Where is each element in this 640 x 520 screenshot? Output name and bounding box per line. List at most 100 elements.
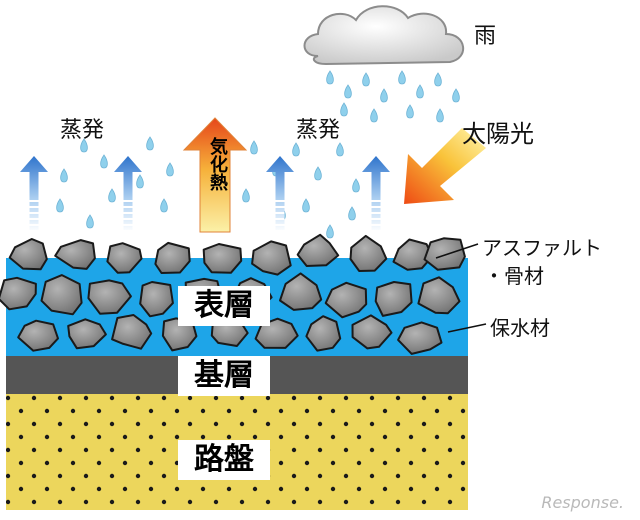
rain-drop bbox=[86, 214, 94, 229]
rain-drop bbox=[302, 198, 310, 213]
evaporation-arrow-stripe bbox=[29, 200, 39, 202]
asphalt-pointer-line bbox=[435, 243, 479, 259]
rain-drop bbox=[416, 84, 424, 99]
watermark-logo: Response. bbox=[541, 493, 624, 512]
evaporation-arrow-stripe bbox=[123, 206, 133, 208]
water-retaining-label: 保水材 bbox=[490, 316, 550, 340]
evaporation-arrow-stripe bbox=[29, 218, 39, 220]
asphalt-label: アスファルト bbox=[482, 236, 602, 260]
stone bbox=[392, 238, 434, 271]
rain-drop bbox=[100, 154, 108, 169]
rain-drop bbox=[452, 88, 460, 103]
evaporation-arrow-stripe bbox=[371, 206, 381, 208]
evaporation-arrow-stripe bbox=[275, 200, 285, 202]
stone bbox=[17, 319, 59, 352]
rain-label: 雨 bbox=[474, 24, 497, 49]
evaporation-label-left: 蒸発 bbox=[60, 118, 105, 143]
rain-drop bbox=[60, 168, 68, 183]
evaporation-arrow-stripe bbox=[275, 230, 285, 232]
rain-drop bbox=[352, 178, 360, 193]
aggregate-label: ・骨材 bbox=[484, 264, 544, 288]
rain-drop bbox=[398, 70, 406, 85]
evaporation-arrow-stripe bbox=[29, 212, 39, 214]
heat-arrow-icon bbox=[182, 117, 248, 233]
stone bbox=[349, 234, 388, 272]
stone bbox=[305, 315, 342, 352]
evaporation-arrow-stripe bbox=[371, 224, 381, 226]
base-layer-label: 基層 bbox=[178, 356, 270, 396]
stone bbox=[324, 281, 368, 319]
rain-drop bbox=[336, 142, 344, 157]
surface-layer-label: 表層 bbox=[178, 286, 270, 326]
evaporation-arrow-stripe bbox=[123, 212, 133, 214]
stone bbox=[54, 239, 96, 270]
evaporation-arrow-stripe bbox=[371, 230, 381, 232]
rain-drop bbox=[436, 108, 444, 123]
sunlight-label: 太陽光 bbox=[462, 120, 534, 148]
stone bbox=[296, 233, 340, 267]
evaporation-arrow-stripe bbox=[371, 218, 381, 220]
rain-drop bbox=[250, 140, 258, 155]
evaporation-arrow-stripe bbox=[371, 200, 381, 202]
evaporation-arrow-stripe bbox=[123, 224, 133, 226]
stone bbox=[106, 242, 143, 274]
stone bbox=[423, 237, 466, 271]
stone bbox=[67, 318, 107, 350]
evaporation-arrow-stripe bbox=[275, 224, 285, 226]
rain-drops bbox=[56, 70, 460, 239]
stone bbox=[351, 314, 393, 350]
stone bbox=[397, 321, 443, 355]
rain-drop bbox=[340, 102, 348, 117]
evaporation-arrow-stripe bbox=[275, 206, 285, 208]
evaporation-arrow-icon bbox=[362, 156, 390, 232]
rain-drop bbox=[56, 198, 64, 213]
rain-drop bbox=[348, 206, 356, 221]
heat-of-vaporization-label: 気化熱 bbox=[207, 137, 228, 191]
stone bbox=[0, 276, 37, 311]
rain-drop bbox=[146, 136, 154, 151]
rain-drop bbox=[166, 162, 174, 177]
stone bbox=[254, 317, 299, 349]
stone bbox=[417, 276, 461, 315]
rain-drop bbox=[292, 142, 300, 157]
stone bbox=[279, 272, 323, 311]
evaporation-arrow-stripe bbox=[275, 212, 285, 214]
evaporation-arrow-stripe bbox=[29, 206, 39, 208]
evaporation-arrow-stripe bbox=[123, 218, 133, 220]
rain-drop bbox=[380, 88, 388, 103]
evaporation-arrow-stripe bbox=[371, 212, 381, 214]
stone bbox=[40, 274, 83, 316]
stone bbox=[154, 241, 191, 274]
roadbed-label: 路盤 bbox=[178, 440, 270, 480]
stone bbox=[87, 279, 132, 315]
rain-drop bbox=[242, 188, 250, 203]
stone bbox=[139, 281, 174, 318]
stone bbox=[111, 314, 153, 350]
water-material-pointer-line bbox=[447, 323, 487, 333]
rain-drop bbox=[136, 174, 144, 189]
rain-drop bbox=[160, 198, 168, 213]
cloud-icon bbox=[303, 5, 465, 66]
evaporation-arrow-icon bbox=[20, 156, 48, 232]
rain-drop bbox=[362, 72, 370, 87]
rain-drop bbox=[326, 224, 334, 239]
evaporation-arrow-stripe bbox=[123, 200, 133, 202]
evaporation-arrow-icon bbox=[114, 156, 142, 232]
rain-drop bbox=[326, 70, 334, 85]
evaporation-arrow-stripe bbox=[123, 230, 133, 232]
stone bbox=[374, 281, 413, 317]
rain-drop bbox=[80, 138, 88, 153]
evaporation-arrow-stripe bbox=[29, 230, 39, 232]
rain-drop bbox=[434, 72, 442, 87]
rain-drop bbox=[108, 188, 116, 203]
rain-drop bbox=[314, 166, 322, 181]
evaporation-arrow-stripe bbox=[29, 224, 39, 226]
evaporation-arrow-stripe bbox=[275, 218, 285, 220]
evaporation-label-right: 蒸発 bbox=[296, 118, 341, 143]
rain-drop bbox=[370, 108, 378, 123]
evaporation-arrow-icon bbox=[266, 156, 294, 232]
sunlight-arrow-icon bbox=[404, 128, 486, 204]
stone bbox=[8, 238, 48, 271]
evaporation-arrows bbox=[20, 156, 390, 232]
